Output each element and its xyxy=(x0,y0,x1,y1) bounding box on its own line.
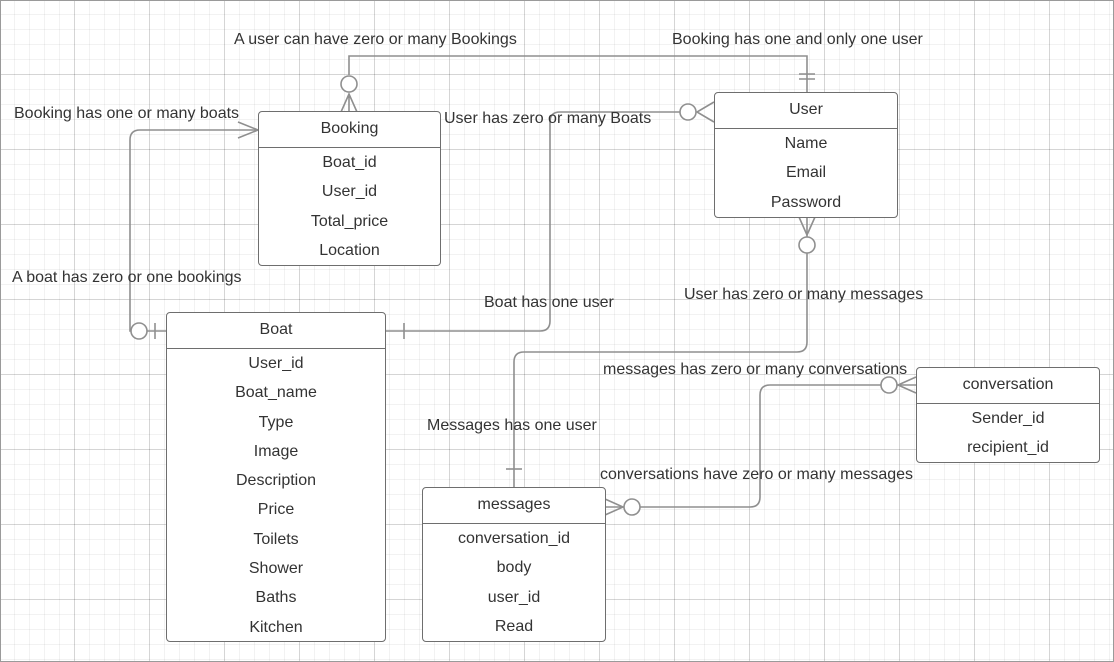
messages-attr-body: body xyxy=(496,559,532,577)
messages-attr-read: Read xyxy=(494,617,534,635)
marker-zero-many-booking xyxy=(340,75,358,113)
entity-conversation[interactable]: conversation Sender_id recipient_id xyxy=(916,367,1100,463)
entity-conversation-title: conversation xyxy=(917,368,1099,404)
entity-boat[interactable]: Boat User_id Boat_name Type Image Descri… xyxy=(166,312,386,642)
boat-attr-price: Price xyxy=(257,501,295,519)
entity-booking-title: Booking xyxy=(259,112,440,148)
connector-user-messages xyxy=(513,217,808,488)
marker-one-many-booking-side xyxy=(237,121,259,139)
entity-boat-title: Boat xyxy=(167,313,385,349)
boat-attr-boat-name: Boat_name xyxy=(235,384,317,402)
user-attr-name: Name xyxy=(784,135,828,152)
connector-messages-conversation xyxy=(605,384,916,508)
boat-attr-kitchen: Kitchen xyxy=(249,618,303,636)
label-user-messages: User has zero or many messages xyxy=(684,286,924,303)
booking-attr-boat-id: Boat_id xyxy=(322,154,377,171)
conversation-attr-sender-id: Sender_id xyxy=(971,410,1045,427)
booking-attr-total-price: Total_price xyxy=(310,212,389,230)
boat-attr-user-id: User_id xyxy=(248,355,304,372)
label-messages-conversations: messages has zero or many conversations xyxy=(603,361,908,378)
connector-user-boat xyxy=(386,111,696,332)
boat-attr-type: Type xyxy=(258,413,294,431)
label-user-bookings: A user can have zero or many Bookings xyxy=(234,31,517,48)
label-booking-user: Booking has one and only one user xyxy=(672,31,923,48)
conversation-attr-recipient-id: recipient_id xyxy=(967,439,1049,457)
boat-attr-description: Description xyxy=(235,472,317,490)
marker-one-only-user xyxy=(799,73,815,80)
entity-messages-title: messages xyxy=(423,488,605,524)
messages-attr-conversation-id: conversation_id xyxy=(457,530,571,547)
boat-attr-image: Image xyxy=(253,442,299,460)
marker-zero-many-messages-side xyxy=(604,498,641,516)
marker-zero-many-messages-user-side xyxy=(798,216,816,254)
label-boat-bookings: A boat has zero or one bookings xyxy=(12,269,242,286)
user-attr-email: Email xyxy=(785,164,826,182)
entity-messages[interactable]: messages conversation_id body user_id Re… xyxy=(422,487,606,642)
messages-attr-user-id: user_id xyxy=(487,588,541,606)
marker-zero-many-user-side xyxy=(679,101,715,123)
boat-attr-shower: Shower xyxy=(248,560,304,578)
marker-zero-many-conversation-side xyxy=(880,376,917,394)
boat-attr-toilets: Toilets xyxy=(253,530,299,548)
entity-user-title: User xyxy=(715,93,897,129)
label-messages-user: Messages has one user xyxy=(427,417,597,434)
label-booking-boats: Booking has one or many boats xyxy=(14,105,240,122)
boat-attr-baths: Baths xyxy=(255,589,297,607)
booking-attr-location: Location xyxy=(319,241,380,259)
user-attr-password: Password xyxy=(770,193,842,211)
booking-attr-user-id: User_id xyxy=(321,183,378,201)
marker-zero-one-boat-side xyxy=(130,322,156,340)
entity-booking[interactable]: Booking Boat_id User_id Total_price Loca… xyxy=(258,111,441,266)
label-user-boats: User has zero or many Boats xyxy=(444,110,652,127)
entity-user[interactable]: User Name Email Password xyxy=(714,92,898,218)
connector-booking-boat xyxy=(129,129,258,332)
label-boat-user: Boat has one user xyxy=(484,294,614,311)
label-conversations-messages: conversations have zero or many messages xyxy=(600,466,914,483)
connector-user-booking xyxy=(348,55,808,93)
